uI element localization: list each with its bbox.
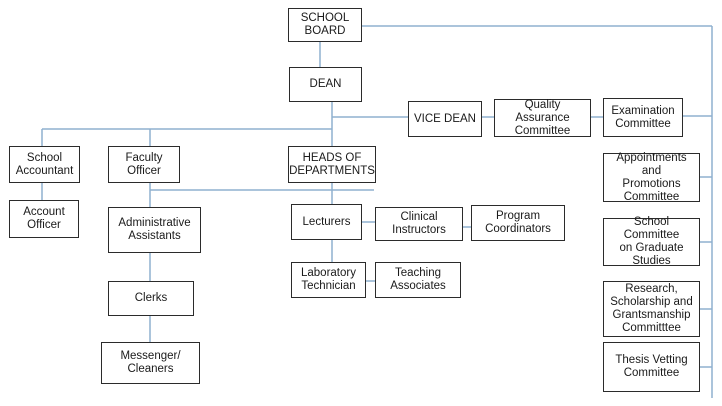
node-label: School Committee on Graduate Studies (619, 216, 684, 267)
node-label: Thesis Vetting Committee (615, 354, 688, 379)
node-label: Faculty Officer (125, 151, 163, 177)
node-appointments-promotions-committee: Appointments and Promotions Committee (603, 151, 700, 203)
node-quality-assurance-committee: Quality Assurance Committee (494, 99, 591, 137)
node-label: Account Officer (23, 206, 65, 231)
node-label: Laboratory Technician (301, 267, 356, 292)
node-heads-of-departments: HEADS OF DEPARTMENTS (288, 146, 376, 183)
node-laboratory-technician: Laboratory Technician (291, 262, 366, 298)
node-lecturers: Lecturers (291, 204, 362, 240)
node-label: Clinical Instructors (392, 211, 446, 236)
node-label: DEAN (309, 78, 342, 90)
node-label: Research, Scholarship and Grantsmanship … (610, 283, 693, 334)
node-school-board: SCHOOL BOARD (288, 8, 362, 42)
node-label: VICE DEAN (414, 112, 476, 125)
node-program-coordinators: Program Coordinators (471, 205, 565, 241)
node-label: Quality Assurance Committee (514, 98, 571, 137)
node-examination-committee: Examination Committee (603, 98, 683, 137)
node-label: Clerks (134, 292, 168, 304)
node-label: Program Coordinators (485, 210, 551, 235)
node-clerks: Clerks (108, 281, 194, 316)
node-messenger-cleaners: Messenger/ Cleaners (101, 342, 200, 384)
node-label: Appointments and Promotions Committee (616, 151, 687, 203)
node-account-officer: Account Officer (9, 200, 79, 238)
node-label: Administrative Assistants (118, 217, 191, 242)
node-dean: DEAN (289, 67, 362, 102)
node-teaching-associates: Teaching Associates (375, 262, 461, 298)
node-label: Lecturers (302, 215, 351, 228)
node-label: SCHOOL BOARD (300, 12, 350, 37)
node-graduate-studies-committee: School Committee on Graduate Studies (603, 216, 700, 267)
node-label: Examination Committee (611, 104, 675, 130)
node-school-accountant: School Accountant (9, 146, 80, 183)
node-clinical-instructors: Clinical Instructors (375, 207, 463, 241)
node-administrative-assistants: Administrative Assistants (108, 207, 201, 253)
node-thesis-vetting-committee: Thesis Vetting Committee (603, 342, 700, 392)
node-label: Teaching Associates (390, 267, 446, 292)
node-label: HEADS OF DEPARTMENTS (289, 151, 375, 177)
node-label: School Accountant (15, 151, 74, 177)
node-research-scholarship-committee: Research, Scholarship and Grantsmanship … (603, 281, 700, 337)
node-vice-dean: VICE DEAN (408, 101, 482, 137)
node-label: Messenger/ Cleaners (120, 350, 181, 375)
node-faculty-officer: Faculty Officer (108, 146, 180, 183)
